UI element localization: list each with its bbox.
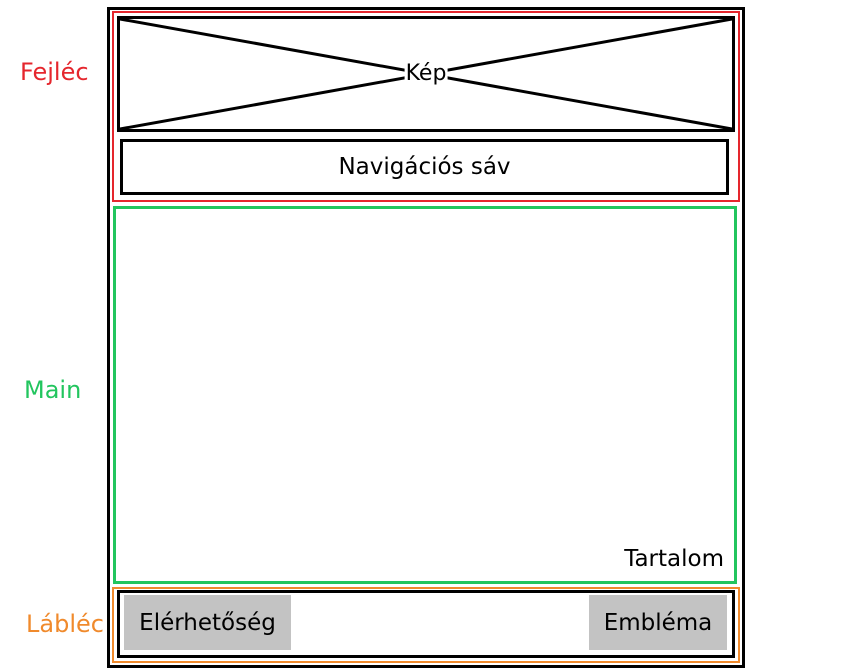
footer-box bbox=[117, 590, 735, 658]
main-side-label: Main bbox=[24, 376, 82, 404]
navigation-bar-label: Navigációs sáv bbox=[338, 154, 511, 180]
footer-region bbox=[112, 587, 740, 663]
header-side-label: Fejléc bbox=[20, 58, 89, 86]
main-content-region: Tartalom bbox=[113, 206, 737, 584]
footer-logo-box: Embléma bbox=[589, 595, 727, 650]
footer-contact-label: Elérhetőség bbox=[139, 609, 276, 636]
image-label: Kép bbox=[404, 60, 448, 87]
header-region bbox=[112, 11, 740, 202]
page-frame bbox=[107, 7, 745, 668]
image-placeholder: Kép bbox=[117, 16, 735, 132]
main-content-label: Tartalom bbox=[624, 546, 724, 572]
footer-contact-box: Elérhetőség bbox=[124, 595, 291, 650]
footer-side-label: Lábléc bbox=[26, 610, 104, 638]
footer-logo-label: Embléma bbox=[603, 609, 713, 636]
navigation-bar: Navigációs sáv bbox=[120, 139, 729, 195]
